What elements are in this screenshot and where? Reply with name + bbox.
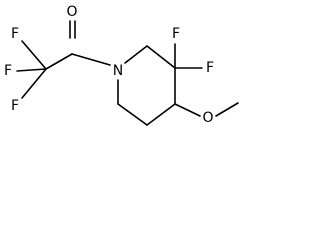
bond-cf3-f-top bbox=[21, 40, 47, 70]
bond-cf3-f-bottom bbox=[21, 68, 47, 99]
chemical-structure-diagram: O F F F N F F O bbox=[4, 4, 239, 126]
gem-fluorine-label-right: F bbox=[206, 60, 214, 76]
ring-bond-c5-c6 bbox=[117, 103, 148, 126]
fluorine-label-top-left: F bbox=[11, 26, 19, 42]
atom-labels: O F F F N F F O bbox=[4, 4, 214, 126]
ring-bond-c4-c5 bbox=[146, 103, 176, 126]
bond-cf3-f-left bbox=[16, 68, 47, 72]
bond-c4-o bbox=[174, 103, 201, 117]
carbonyl-oxygen-label: O bbox=[66, 4, 77, 20]
bond-carbonyl-nitrogen bbox=[71, 53, 111, 66]
bond-carbonyl-cf3 bbox=[45, 53, 73, 70]
bond-o-methyl bbox=[215, 102, 239, 117]
methoxy-oxygen-label: O bbox=[202, 110, 213, 126]
gem-fluorine-label-top: F bbox=[172, 26, 180, 42]
fluorine-label-bottom-left: F bbox=[11, 98, 19, 114]
ring-bond-c2-c3 bbox=[146, 45, 176, 69]
ring-bond-n-c2 bbox=[124, 45, 148, 64]
bonds bbox=[16, 20, 239, 126]
ring-nitrogen-label: N bbox=[113, 63, 123, 79]
fluorine-label-left: F bbox=[4, 63, 12, 79]
